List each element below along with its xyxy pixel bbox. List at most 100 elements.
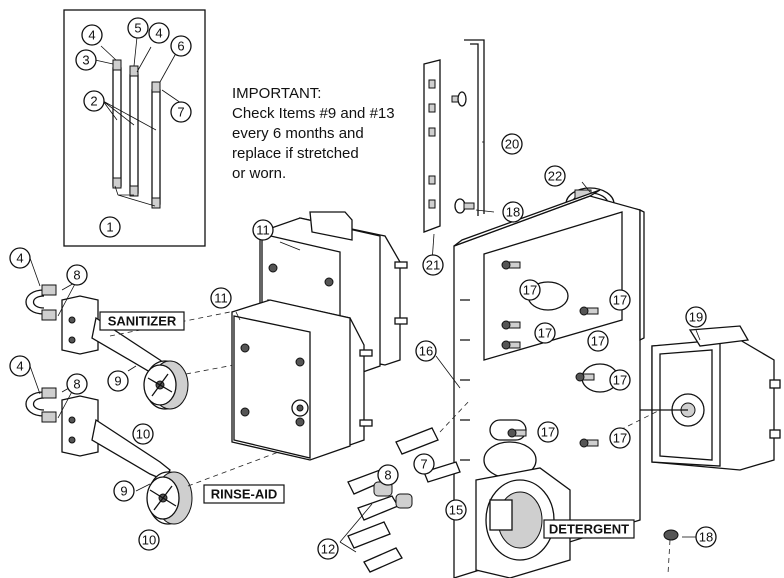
callout-inset-4b: 4	[148, 22, 170, 44]
svg-text:17: 17	[613, 293, 627, 308]
callout-part-15: 15	[445, 499, 467, 521]
inset-tube	[151, 81, 161, 209]
panel-screw	[501, 340, 521, 350]
svg-text:22: 22	[548, 169, 562, 184]
motor-lower	[231, 299, 373, 461]
rinse-aid-pump	[25, 387, 193, 525]
svg-text:5: 5	[134, 21, 141, 36]
note-line: replace if stretched	[232, 145, 359, 162]
bracket-strip	[423, 59, 441, 233]
svg-text:1: 1	[106, 220, 113, 235]
panel-screw	[579, 438, 599, 448]
label-sanitizer: SANITIZER	[99, 311, 185, 331]
callout-panel-16: 16	[415, 340, 437, 362]
svg-text:17: 17	[591, 334, 605, 349]
callout-screw-18a: 18	[502, 201, 524, 223]
svg-text:7: 7	[420, 457, 427, 472]
callout-fitting-8: 8	[377, 464, 399, 486]
svg-text:15: 15	[449, 503, 463, 518]
callout-inset-5: 5	[127, 17, 149, 39]
callout-inset-2: 2	[83, 90, 105, 112]
panel-screw	[501, 320, 521, 330]
svg-text:7: 7	[177, 105, 184, 120]
detergent-pump	[475, 467, 571, 578]
inset-tube	[112, 59, 122, 189]
screw-bracket	[454, 198, 475, 214]
callout-pump-bot-4: 4	[9, 355, 31, 377]
svg-text:9: 9	[114, 374, 121, 389]
panel-screw	[579, 306, 599, 316]
callout-inset-7: 7	[170, 101, 192, 123]
svg-text:4: 4	[16, 359, 23, 374]
screw-bottom	[663, 529, 679, 575]
svg-text:10: 10	[142, 533, 156, 548]
callout-screw-17b: 17	[534, 322, 556, 344]
note-line: or worn.	[232, 165, 287, 182]
callout-clamp-22: 22	[544, 165, 566, 187]
callout-screw-17g: 17	[609, 289, 631, 311]
note-heading: IMPORTANT:	[232, 85, 322, 102]
callout-pump-bot-9: 9	[113, 480, 135, 502]
callout-rod-20: 20	[501, 133, 523, 155]
svg-text:10: 10	[136, 427, 150, 442]
svg-text:18: 18	[506, 205, 520, 220]
svg-text:9: 9	[120, 484, 127, 499]
sanitizer-pump	[25, 284, 189, 410]
callout-pump-top-9: 9	[107, 370, 129, 392]
svg-text:8: 8	[384, 468, 391, 483]
svg-text:3: 3	[82, 53, 89, 68]
callout-inset-4a: 4	[81, 24, 103, 46]
screw-top	[451, 91, 467, 107]
svg-text:17: 17	[613, 373, 627, 388]
panel-screw	[501, 260, 521, 270]
callout-motor-11a: 11	[252, 219, 274, 241]
callout-pump-top-10: 10	[132, 423, 154, 445]
svg-text:DETERGENT: DETERGENT	[549, 522, 629, 537]
svg-text:8: 8	[73, 377, 80, 392]
label-detergent: DETERGENT	[543, 519, 635, 539]
callout-screw-17f: 17	[609, 427, 631, 449]
note-line: every 6 months and	[232, 125, 364, 142]
detergent-motor	[619, 325, 781, 471]
inset-tube-assembly	[63, 9, 206, 247]
callout-motor-19: 19	[685, 306, 707, 328]
callout-pump-top-4: 4	[9, 247, 31, 269]
callout-fitting-7: 7	[413, 453, 435, 475]
svg-text:17: 17	[613, 431, 627, 446]
callout-screw-17a: 17	[519, 279, 541, 301]
callout-bracket-21: 21	[422, 254, 444, 276]
svg-text:18: 18	[699, 530, 713, 545]
maintenance-note: IMPORTANT: Check Items #9 and #13 every …	[232, 84, 402, 184]
svg-text:4: 4	[88, 28, 95, 43]
svg-text:21: 21	[426, 258, 440, 273]
svg-text:11: 11	[214, 291, 228, 306]
svg-text:4: 4	[16, 251, 23, 266]
callout-pump-bot-8: 8	[66, 373, 88, 395]
callout-motor-11b: 11	[210, 287, 232, 309]
callout-screw-17e: 17	[537, 421, 559, 443]
hose-set	[347, 399, 471, 573]
rod	[464, 39, 485, 216]
callout-pump-top-8: 8	[66, 264, 88, 286]
note-line: Check Items #9 and #13	[232, 105, 395, 122]
label-rinse-aid: RINSE-AID	[203, 484, 285, 504]
svg-text:17: 17	[523, 283, 537, 298]
svg-text:RINSE-AID: RINSE-AID	[211, 487, 277, 502]
callout-inset-6: 6	[170, 35, 192, 57]
callout-inset-1: 1	[99, 216, 121, 238]
panel-screw	[507, 428, 527, 438]
callout-screw-18b: 18	[695, 526, 717, 548]
svg-text:17: 17	[538, 326, 552, 341]
svg-text:6: 6	[177, 39, 184, 54]
svg-text:11: 11	[256, 223, 270, 238]
callout-screw-17d: 17	[609, 369, 631, 391]
svg-text:8: 8	[73, 268, 80, 283]
svg-text:16: 16	[419, 344, 433, 359]
svg-text:2: 2	[90, 94, 97, 109]
svg-text:4: 4	[155, 26, 162, 41]
panel-screw	[575, 372, 595, 382]
callout-screw-17c: 17	[587, 330, 609, 352]
svg-text:20: 20	[505, 137, 519, 152]
inset-tube	[129, 65, 139, 197]
